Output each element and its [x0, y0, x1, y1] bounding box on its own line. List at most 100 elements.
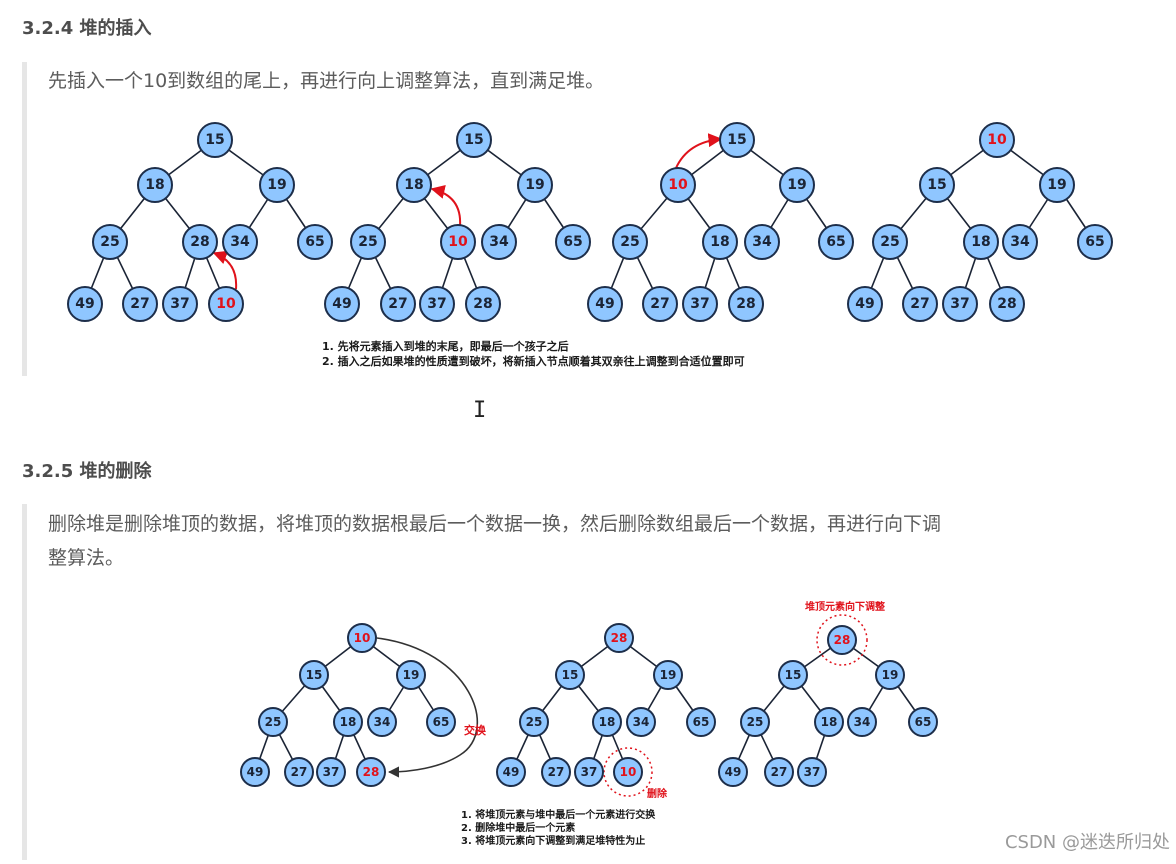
delete-tree-2-node-9: 37	[574, 757, 604, 787]
svg-text:19: 19	[787, 177, 806, 193]
delete-tree-1-node-10: 28	[356, 757, 386, 787]
delete-tree-2-node-1: 15	[555, 660, 585, 690]
insert-quote-bar	[22, 62, 27, 376]
svg-text:27: 27	[771, 765, 788, 779]
svg-text:28: 28	[611, 631, 628, 645]
svg-text:25: 25	[747, 715, 764, 729]
svg-text:10: 10	[216, 296, 236, 312]
delete-tree-1-node-4: 18	[333, 707, 363, 737]
svg-text:49: 49	[247, 765, 264, 779]
delete-note-1: 1. 将堆顶元素与堆中最后一个元素进行交换	[461, 808, 656, 821]
insert-tree-4-node-1: 15	[919, 167, 955, 203]
svg-text:25: 25	[880, 234, 899, 250]
svg-text:10: 10	[354, 631, 371, 645]
svg-text:18: 18	[145, 177, 164, 193]
svg-text:15: 15	[785, 668, 802, 682]
insert-tree-4-node-9: 37	[942, 286, 978, 322]
insert-tree-3-node-2: 19	[779, 167, 815, 203]
delete-tree-2-node-0: 28	[604, 623, 634, 653]
insert-tree-3-node-5: 34	[744, 224, 780, 260]
svg-text:25: 25	[620, 234, 639, 250]
delete-heading: 3.2.5 堆的删除	[22, 461, 152, 482]
delete-tree-1-node-3: 25	[258, 707, 288, 737]
svg-text:25: 25	[358, 234, 377, 250]
insert-tree-1-node-1: 18	[137, 167, 173, 203]
insert-tree-1-node-6: 65	[297, 224, 333, 260]
svg-text:10: 10	[668, 177, 688, 193]
insert-tree-2-node-1: 18	[396, 167, 432, 203]
insert-note-1: 1. 先将元素插入到堆的末尾，即最后一个孩子之后	[322, 339, 569, 353]
insert-tree-1-node-4: 28	[182, 224, 218, 260]
svg-text:37: 37	[170, 296, 189, 312]
delete-tree-3-node-3: 25	[740, 707, 770, 737]
svg-text:28: 28	[834, 633, 851, 647]
insert-tree-2-node-9: 37	[419, 286, 455, 322]
swap-label: 交换	[464, 723, 487, 737]
svg-text:27: 27	[388, 296, 407, 312]
delete-note-3: 3. 将堆顶元素向下调整到满足堆特性为止	[461, 834, 645, 847]
svg-text:65: 65	[693, 715, 710, 729]
delete-tree-3-node-4: 18	[814, 707, 844, 737]
svg-text:25: 25	[100, 234, 119, 250]
insert-tree-2-node-0: 15	[456, 122, 492, 158]
svg-text:18: 18	[404, 177, 423, 193]
svg-text:27: 27	[548, 765, 565, 779]
delete-label: 删除	[647, 787, 668, 800]
delete-paragraph-line1: 删除堆是删除堆顶的数据，将堆顶的数据根最后一个数据一换，然后删除数组最后一个数据…	[48, 513, 942, 535]
delete-tree-2-node-3: 25	[519, 707, 549, 737]
svg-text:18: 18	[821, 715, 838, 729]
svg-text:10: 10	[620, 765, 637, 779]
svg-text:28: 28	[997, 296, 1016, 312]
svg-text:49: 49	[595, 296, 614, 312]
delete-tree-2-node-7: 49	[496, 757, 526, 787]
insert-tree-3-node-9: 37	[682, 286, 718, 322]
delete-tree-2-node-2: 19	[653, 660, 683, 690]
svg-text:15: 15	[464, 132, 483, 148]
svg-text:34: 34	[633, 715, 650, 729]
svg-text:19: 19	[525, 177, 544, 193]
svg-text:19: 19	[1047, 177, 1066, 193]
svg-text:37: 37	[581, 765, 598, 779]
svg-text:34: 34	[1010, 234, 1030, 250]
insert-tree-3-node-4: 18	[702, 224, 738, 260]
delete-tree-1-node-5: 34	[367, 707, 397, 737]
svg-text:15: 15	[927, 177, 946, 193]
insert-tree-3-node-0: 15	[719, 122, 755, 158]
insert-tree-1-node-2: 19	[259, 167, 295, 203]
svg-text:27: 27	[291, 765, 308, 779]
insert-tree-1-node-3: 25	[92, 224, 128, 260]
delete-tree-2-node-6: 65	[686, 707, 716, 737]
insert-tree-4-node-7: 49	[847, 286, 883, 322]
insert-tree-4-node-5: 34	[1002, 224, 1038, 260]
insert-tree-1-node-5: 34	[222, 224, 258, 260]
delete-tree-3-node-1: 15	[778, 660, 808, 690]
svg-text:65: 65	[1085, 234, 1104, 250]
delete-tree-1-node-1: 15	[299, 660, 329, 690]
svg-text:34: 34	[752, 234, 772, 250]
delete-tree-2-node-10: 10	[613, 757, 643, 787]
insert-tree-4-node-6: 65	[1077, 224, 1113, 260]
svg-text:28: 28	[473, 296, 492, 312]
svg-text:15: 15	[306, 668, 323, 682]
insert-arrow-3	[675, 133, 723, 169]
svg-text:18: 18	[971, 234, 990, 250]
svg-text:18: 18	[599, 715, 616, 729]
insert-tree-4-node-0: 10	[979, 122, 1015, 158]
insert-tree-2-node-8: 27	[380, 286, 416, 322]
svg-text:37: 37	[690, 296, 709, 312]
insert-tree-3-node-8: 27	[642, 286, 678, 322]
delete-tree-2-node-5: 34	[626, 707, 656, 737]
insert-tree-1-node-8: 27	[122, 286, 158, 322]
svg-text:65: 65	[305, 234, 324, 250]
insert-tree-4-node-2: 19	[1039, 167, 1075, 203]
insert-tree-2-node-3: 25	[350, 224, 386, 260]
insert-tree-4-node-8: 27	[902, 286, 938, 322]
svg-text:37: 37	[323, 765, 340, 779]
delete-tree-3-node-2: 19	[875, 660, 905, 690]
insert-tree-3-node-10: 28	[728, 286, 764, 322]
insert-tree-4-node-3: 25	[872, 224, 908, 260]
insert-tree-2-node-5: 34	[481, 224, 517, 260]
delete-tree-1-node-6: 65	[426, 707, 456, 737]
svg-text:15: 15	[205, 132, 224, 148]
